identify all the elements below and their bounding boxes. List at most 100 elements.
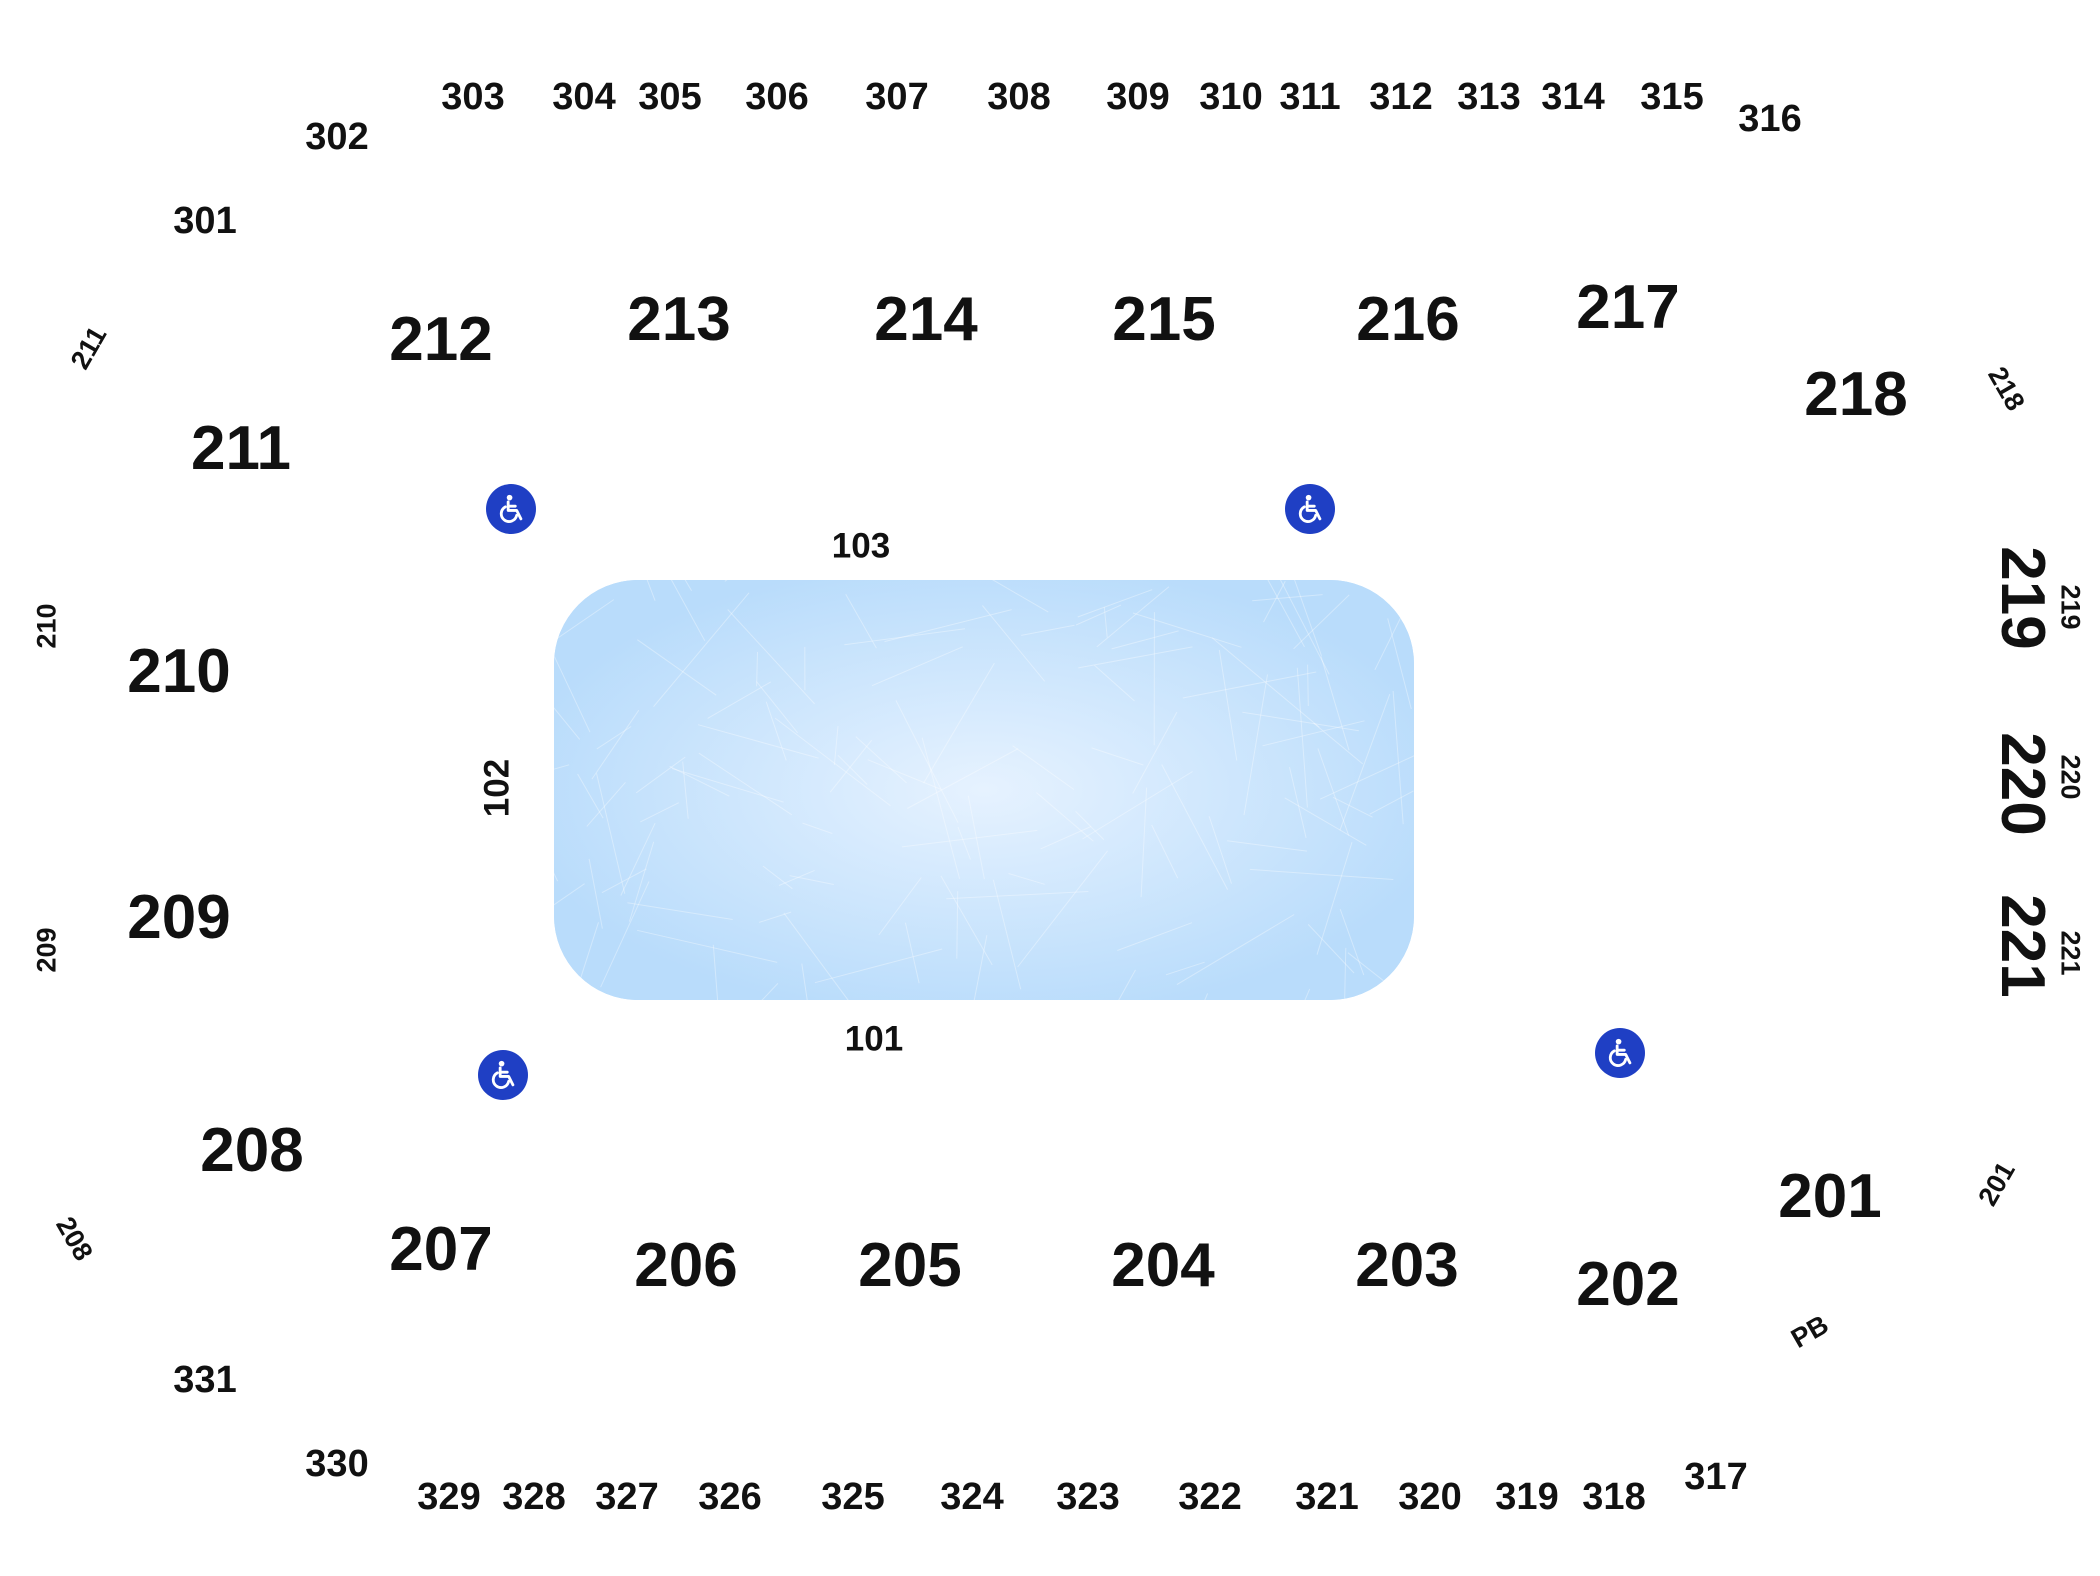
- section-216[interactable]: 216: [1356, 285, 1460, 354]
- section-210[interactable]: 210: [127, 637, 231, 706]
- ice-scratch: [867, 759, 942, 790]
- section-306[interactable]: 306: [745, 76, 809, 118]
- ice-scratch: [671, 768, 784, 803]
- ice-scratch: [554, 654, 591, 733]
- ice-scratch: [707, 681, 772, 719]
- ice-scratch: [973, 935, 988, 1000]
- section-308[interactable]: 308: [987, 76, 1051, 118]
- ice-scratch: [1078, 646, 1193, 669]
- ice-scratch: [1036, 792, 1094, 842]
- ice-scratch: [1021, 624, 1075, 636]
- ice-scratch: [1075, 604, 1122, 626]
- ice-scratch: [646, 580, 656, 601]
- section-325[interactable]: 325: [821, 1476, 885, 1518]
- ice-scratch: [837, 754, 868, 785]
- ice-scratch: [1279, 580, 1330, 675]
- section-318[interactable]: 318: [1582, 1476, 1646, 1518]
- wheelchair-icon[interactable]: [1595, 1028, 1645, 1078]
- ice-scratch: [1289, 766, 1307, 839]
- ice-scratch: [579, 922, 599, 980]
- section-313[interactable]: 313: [1457, 76, 1521, 118]
- wheelchair-icon[interactable]: [486, 484, 536, 534]
- section-218[interactable]: 218: [1804, 360, 1908, 429]
- section-328[interactable]: 328: [502, 1476, 566, 1518]
- ice-scratch: [712, 944, 719, 1000]
- ice-scratch: [1012, 745, 1075, 790]
- section-219[interactable]: 219: [1988, 546, 2057, 650]
- section-316[interactable]: 316: [1738, 98, 1802, 140]
- section-202[interactable]: 202: [1576, 1250, 1680, 1319]
- section-330[interactable]: 330: [305, 1443, 369, 1485]
- ice-scratch: [1017, 850, 1108, 968]
- ice-scratch: [871, 646, 963, 687]
- section-322[interactable]: 322: [1178, 1476, 1242, 1518]
- ice-scratch: [600, 881, 650, 988]
- section-221[interactable]: 221: [1988, 894, 2057, 998]
- section-301[interactable]: 301: [173, 200, 237, 242]
- section-212[interactable]: 212: [389, 305, 493, 374]
- ice-scratch: [554, 883, 585, 906]
- ice-scratch: [923, 662, 995, 784]
- section-220[interactable]: 220: [1988, 732, 2057, 836]
- section-311[interactable]: 311: [1279, 76, 1341, 118]
- section-305[interactable]: 305: [638, 76, 702, 118]
- ice-scratch: [635, 756, 686, 794]
- section-312[interactable]: 312: [1369, 76, 1433, 118]
- section-206[interactable]: 206: [634, 1231, 738, 1300]
- section-201[interactable]: 201: [1778, 1162, 1882, 1231]
- section-101[interactable]: 101: [844, 1019, 904, 1059]
- section-214[interactable]: 214: [874, 285, 978, 354]
- section-304[interactable]: 304: [552, 76, 616, 118]
- ice-scratch: [982, 605, 1046, 682]
- section-211[interactable]: 211: [190, 414, 292, 483]
- ice-scratch: [946, 891, 1089, 900]
- ice-scratch: [1243, 674, 1268, 816]
- ice-scratch: [901, 829, 1038, 848]
- section-309[interactable]: 309: [1106, 76, 1170, 118]
- section-204[interactable]: 204: [1111, 1231, 1215, 1300]
- section-203[interactable]: 203: [1355, 1231, 1459, 1300]
- section-320[interactable]: 320: [1398, 1476, 1462, 1518]
- ice-scratch: [1307, 924, 1355, 974]
- press-box-label[interactable]: PB: [1786, 1309, 1834, 1354]
- section-324[interactable]: 324: [940, 1476, 1004, 1518]
- section-329[interactable]: 329: [417, 1476, 481, 1518]
- ice-scratch: [601, 868, 647, 894]
- section-213[interactable]: 213: [627, 285, 731, 354]
- wheelchair-icon[interactable]: [478, 1050, 528, 1100]
- section-207[interactable]: 207: [389, 1215, 493, 1284]
- section-323[interactable]: 323: [1056, 1476, 1120, 1518]
- section-319[interactable]: 319: [1495, 1476, 1559, 1518]
- section-327[interactable]: 327: [595, 1476, 659, 1518]
- section-205[interactable]: 205: [858, 1231, 962, 1300]
- ice-scratch: [992, 580, 1049, 613]
- ice-scratch: [1293, 594, 1350, 650]
- section-209[interactable]: 209: [127, 883, 231, 952]
- ice-scratch: [833, 725, 839, 765]
- section-315[interactable]: 315: [1640, 76, 1704, 118]
- section-310[interactable]: 310: [1199, 76, 1263, 118]
- section-326[interactable]: 326: [698, 1476, 762, 1518]
- ice-scratch: [1296, 667, 1308, 808]
- section-102[interactable]: 102: [477, 758, 517, 818]
- ice-scratch: [669, 765, 730, 797]
- section-215[interactable]: 215: [1112, 285, 1216, 354]
- section-103[interactable]: 103: [831, 526, 891, 566]
- ice-scratch: [1096, 586, 1170, 648]
- section-331[interactable]: 331: [173, 1359, 237, 1401]
- ice-rink: [554, 580, 1414, 1000]
- section-314[interactable]: 314: [1541, 76, 1605, 118]
- ice-scratch: [967, 795, 985, 880]
- ice-scratch: [697, 724, 819, 759]
- ice-scratch: [1369, 790, 1414, 815]
- section-303[interactable]: 303: [441, 76, 505, 118]
- section-307[interactable]: 307: [865, 76, 929, 118]
- section-208[interactable]: 208: [200, 1116, 304, 1185]
- section-317[interactable]: 317: [1684, 1456, 1748, 1498]
- ice-scratch: [1176, 914, 1295, 986]
- ice-scratch: [1313, 722, 1364, 765]
- section-302[interactable]: 302: [305, 116, 369, 158]
- wheelchair-icon[interactable]: [1285, 484, 1335, 534]
- section-321[interactable]: 321: [1295, 1476, 1359, 1518]
- section-217[interactable]: 217: [1576, 273, 1680, 342]
